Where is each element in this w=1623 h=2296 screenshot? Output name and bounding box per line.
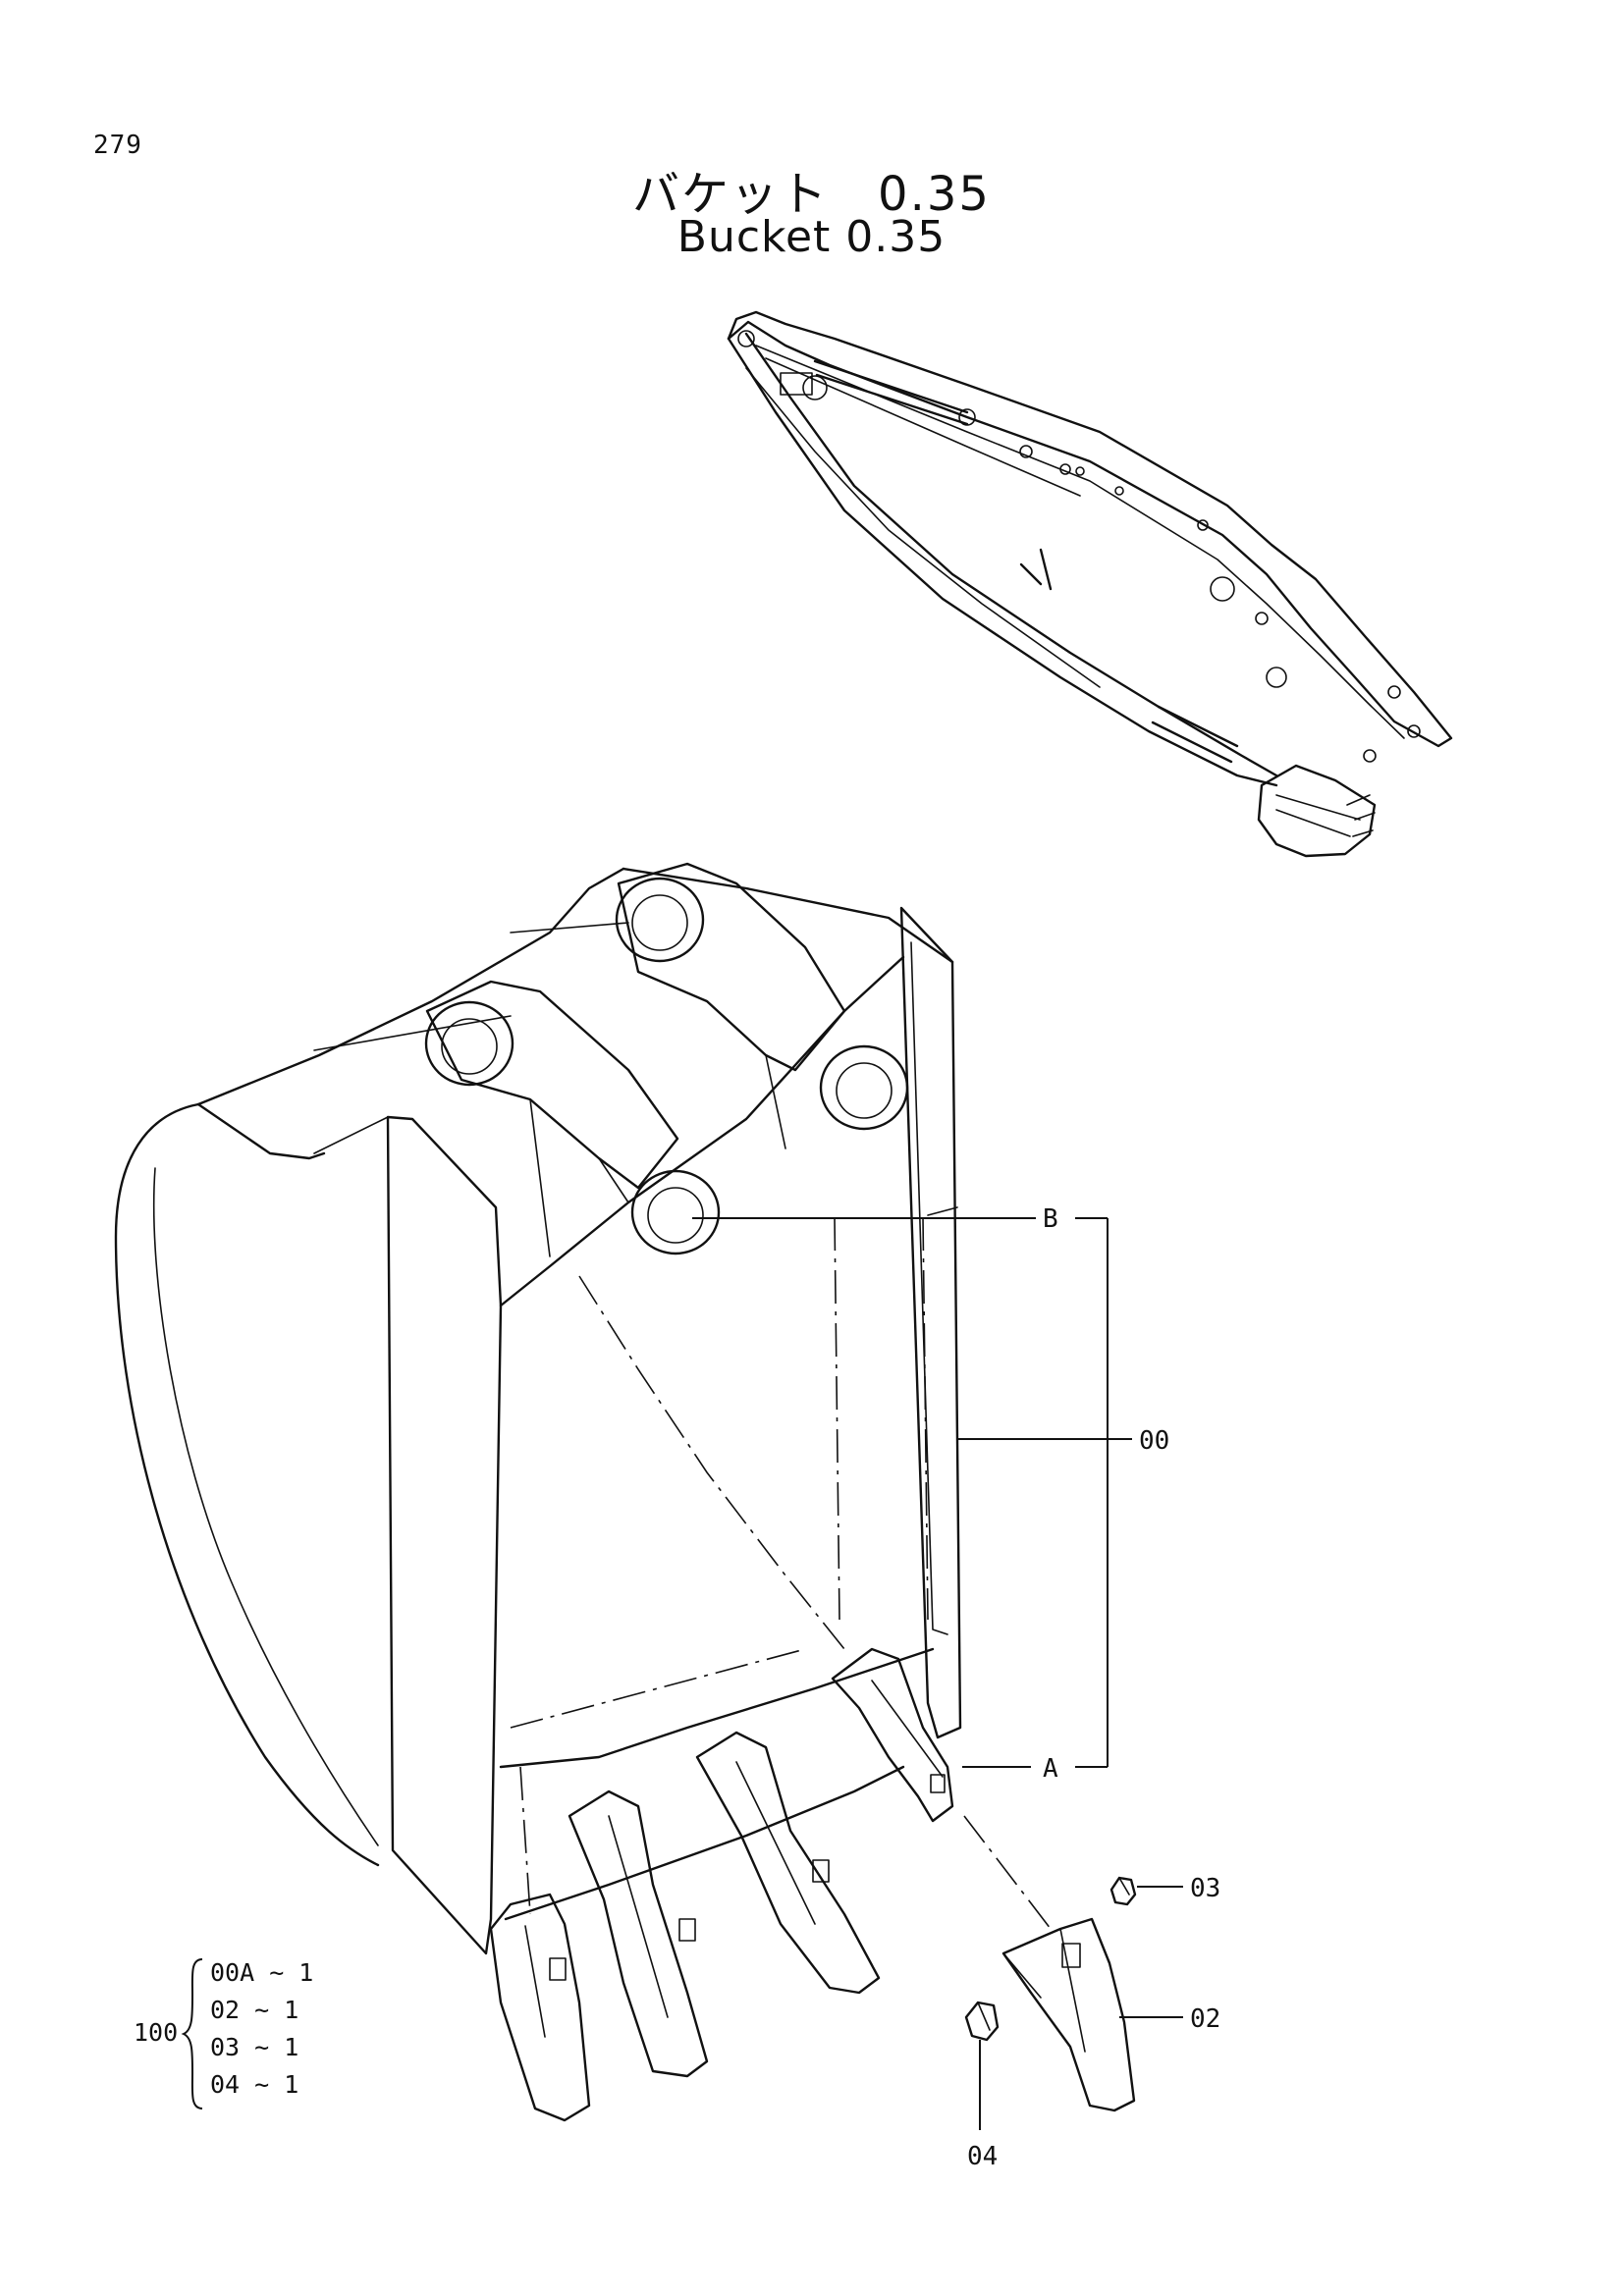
callout-a: A — [1043, 1754, 1058, 1784]
bucket-illustration — [114, 862, 1052, 2122]
callout-part-03: 03 — [1190, 1874, 1220, 1903]
exploded-tooth-illustration — [964, 1876, 1137, 2112]
leader-lines — [692, 1217, 1183, 2130]
callout-part-00: 00 — [1139, 1426, 1169, 1456]
callout-b: B — [1043, 1204, 1058, 1234]
brace-icon — [181, 1958, 203, 2109]
kit-number: 100 — [134, 2018, 179, 2047]
kit-item: 04 ~ 1 — [210, 2070, 299, 2099]
page-number: 279 — [93, 131, 142, 160]
kit-item: 03 ~ 1 — [210, 2033, 299, 2061]
callout-part-04: 04 — [967, 2142, 998, 2171]
page-title-japanese: バケット 0.35 — [632, 167, 991, 222]
page-title-english: Bucket 0.35 — [676, 212, 947, 262]
kit-composition: 100 00A ~ 1 02 ~ 1 03 ~ 1 04 ~ 1 — [134, 1955, 389, 2132]
callout-part-02: 02 — [1190, 2004, 1220, 2034]
kit-item: 02 ~ 1 — [210, 1996, 299, 2024]
arm-assembly-illustration — [727, 310, 1453, 858]
kit-item: 00A ~ 1 — [210, 1958, 314, 1987]
